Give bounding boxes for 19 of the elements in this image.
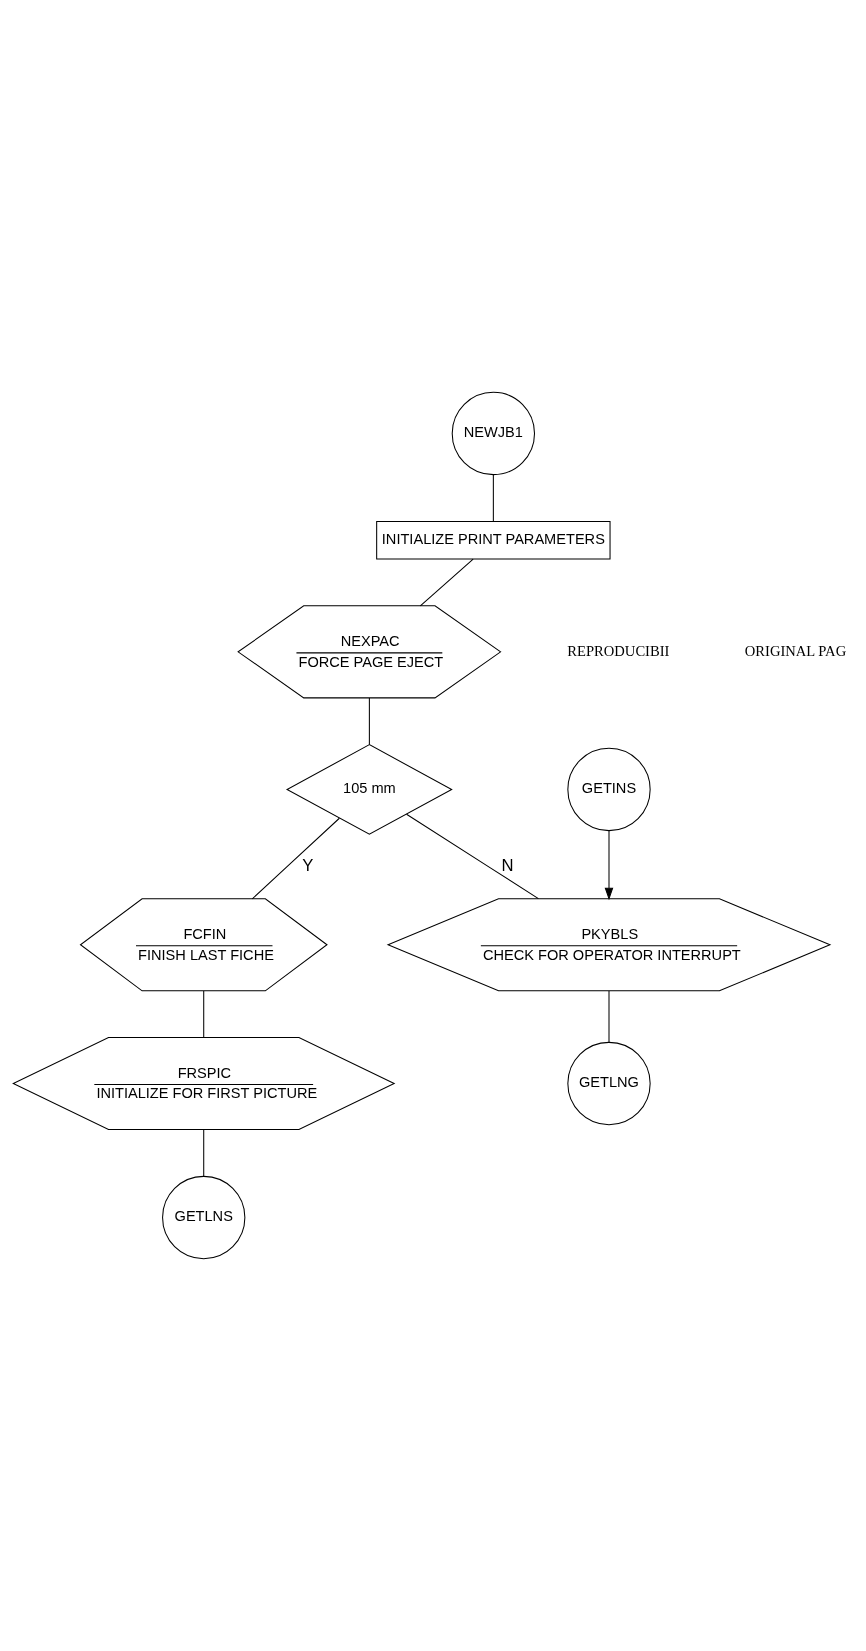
connector (492, 474, 494, 522)
connector (608, 990, 609, 1043)
arrow (604, 830, 613, 901)
connector (405, 813, 539, 900)
node-circle: GETINS (566, 747, 651, 832)
edge-label: N (500, 855, 513, 875)
node-box: INITIALIZE PRINT PARAMETERS (375, 521, 611, 560)
connector (251, 817, 340, 900)
connector (202, 1129, 204, 1177)
node-circle: NEWJB1 (451, 391, 535, 476)
connector (202, 990, 204, 1038)
connector (419, 558, 474, 607)
label: ORIGINAL PAG (744, 642, 846, 659)
node-diamond: 105 mm (285, 744, 453, 835)
node-circle: GETLNS (161, 1175, 245, 1260)
node-circle: GETLNG (566, 1041, 651, 1126)
connector (368, 697, 370, 745)
label: REPRODUCIBII (566, 642, 669, 659)
edge-label: Y (301, 855, 313, 875)
